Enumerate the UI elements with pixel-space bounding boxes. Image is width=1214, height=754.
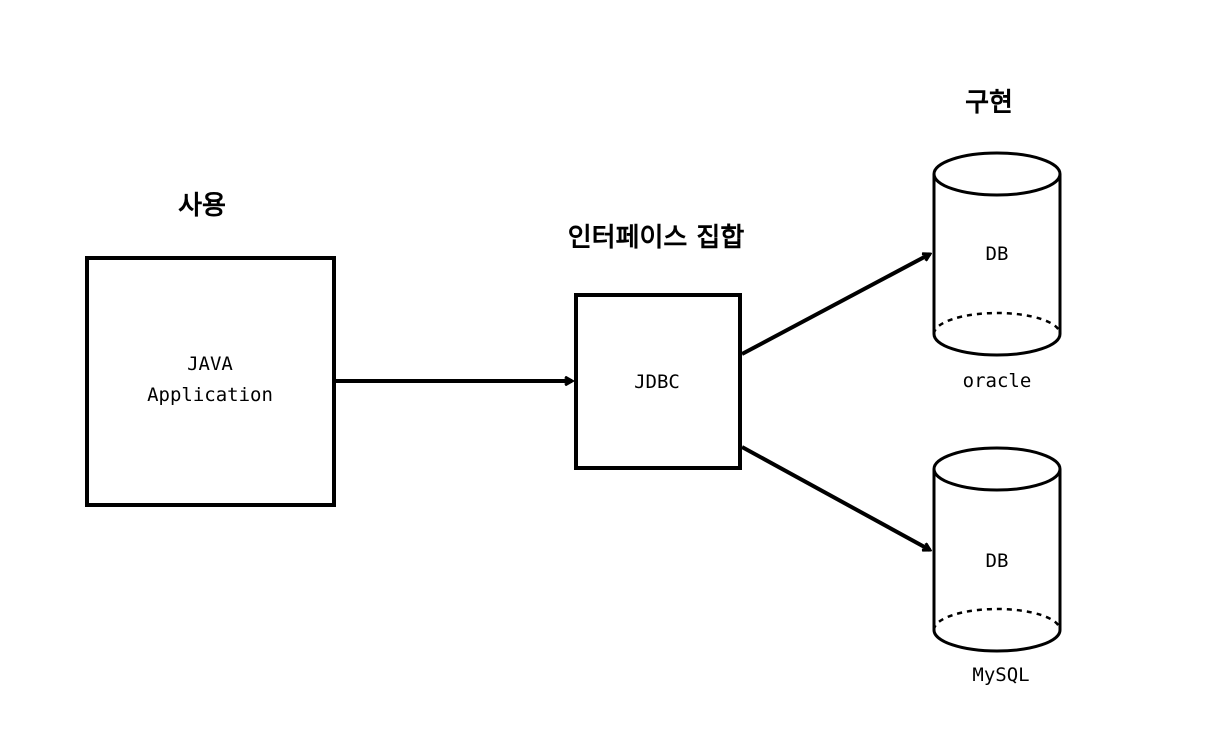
db-caption-mysql: MySQL bbox=[972, 664, 1029, 686]
db-cylinder-oracle: DB bbox=[932, 151, 1062, 357]
heading-use: 사용 bbox=[178, 191, 226, 221]
db-cylinder-mysql: DB bbox=[932, 446, 1062, 653]
heading-implementation: 구현 bbox=[965, 88, 1013, 118]
java-application-box: JAVA Application bbox=[85, 256, 336, 507]
jdbc-label: JDBC bbox=[634, 371, 680, 393]
heading-interface-set: 인터페이스 집합 bbox=[568, 223, 745, 253]
db-label-oracle: DB bbox=[986, 243, 1009, 265]
arrow-jdbc-to-oracle bbox=[741, 252, 930, 356]
java-app-label-line1: JAVA bbox=[187, 353, 233, 375]
arrow-jdbc-to-mysql bbox=[741, 445, 930, 552]
db-caption-oracle: oracle bbox=[963, 370, 1032, 392]
db-label-mysql: DB bbox=[986, 550, 1009, 572]
java-app-label-line2: Application bbox=[147, 384, 273, 406]
jdbc-box: JDBC bbox=[574, 293, 742, 470]
